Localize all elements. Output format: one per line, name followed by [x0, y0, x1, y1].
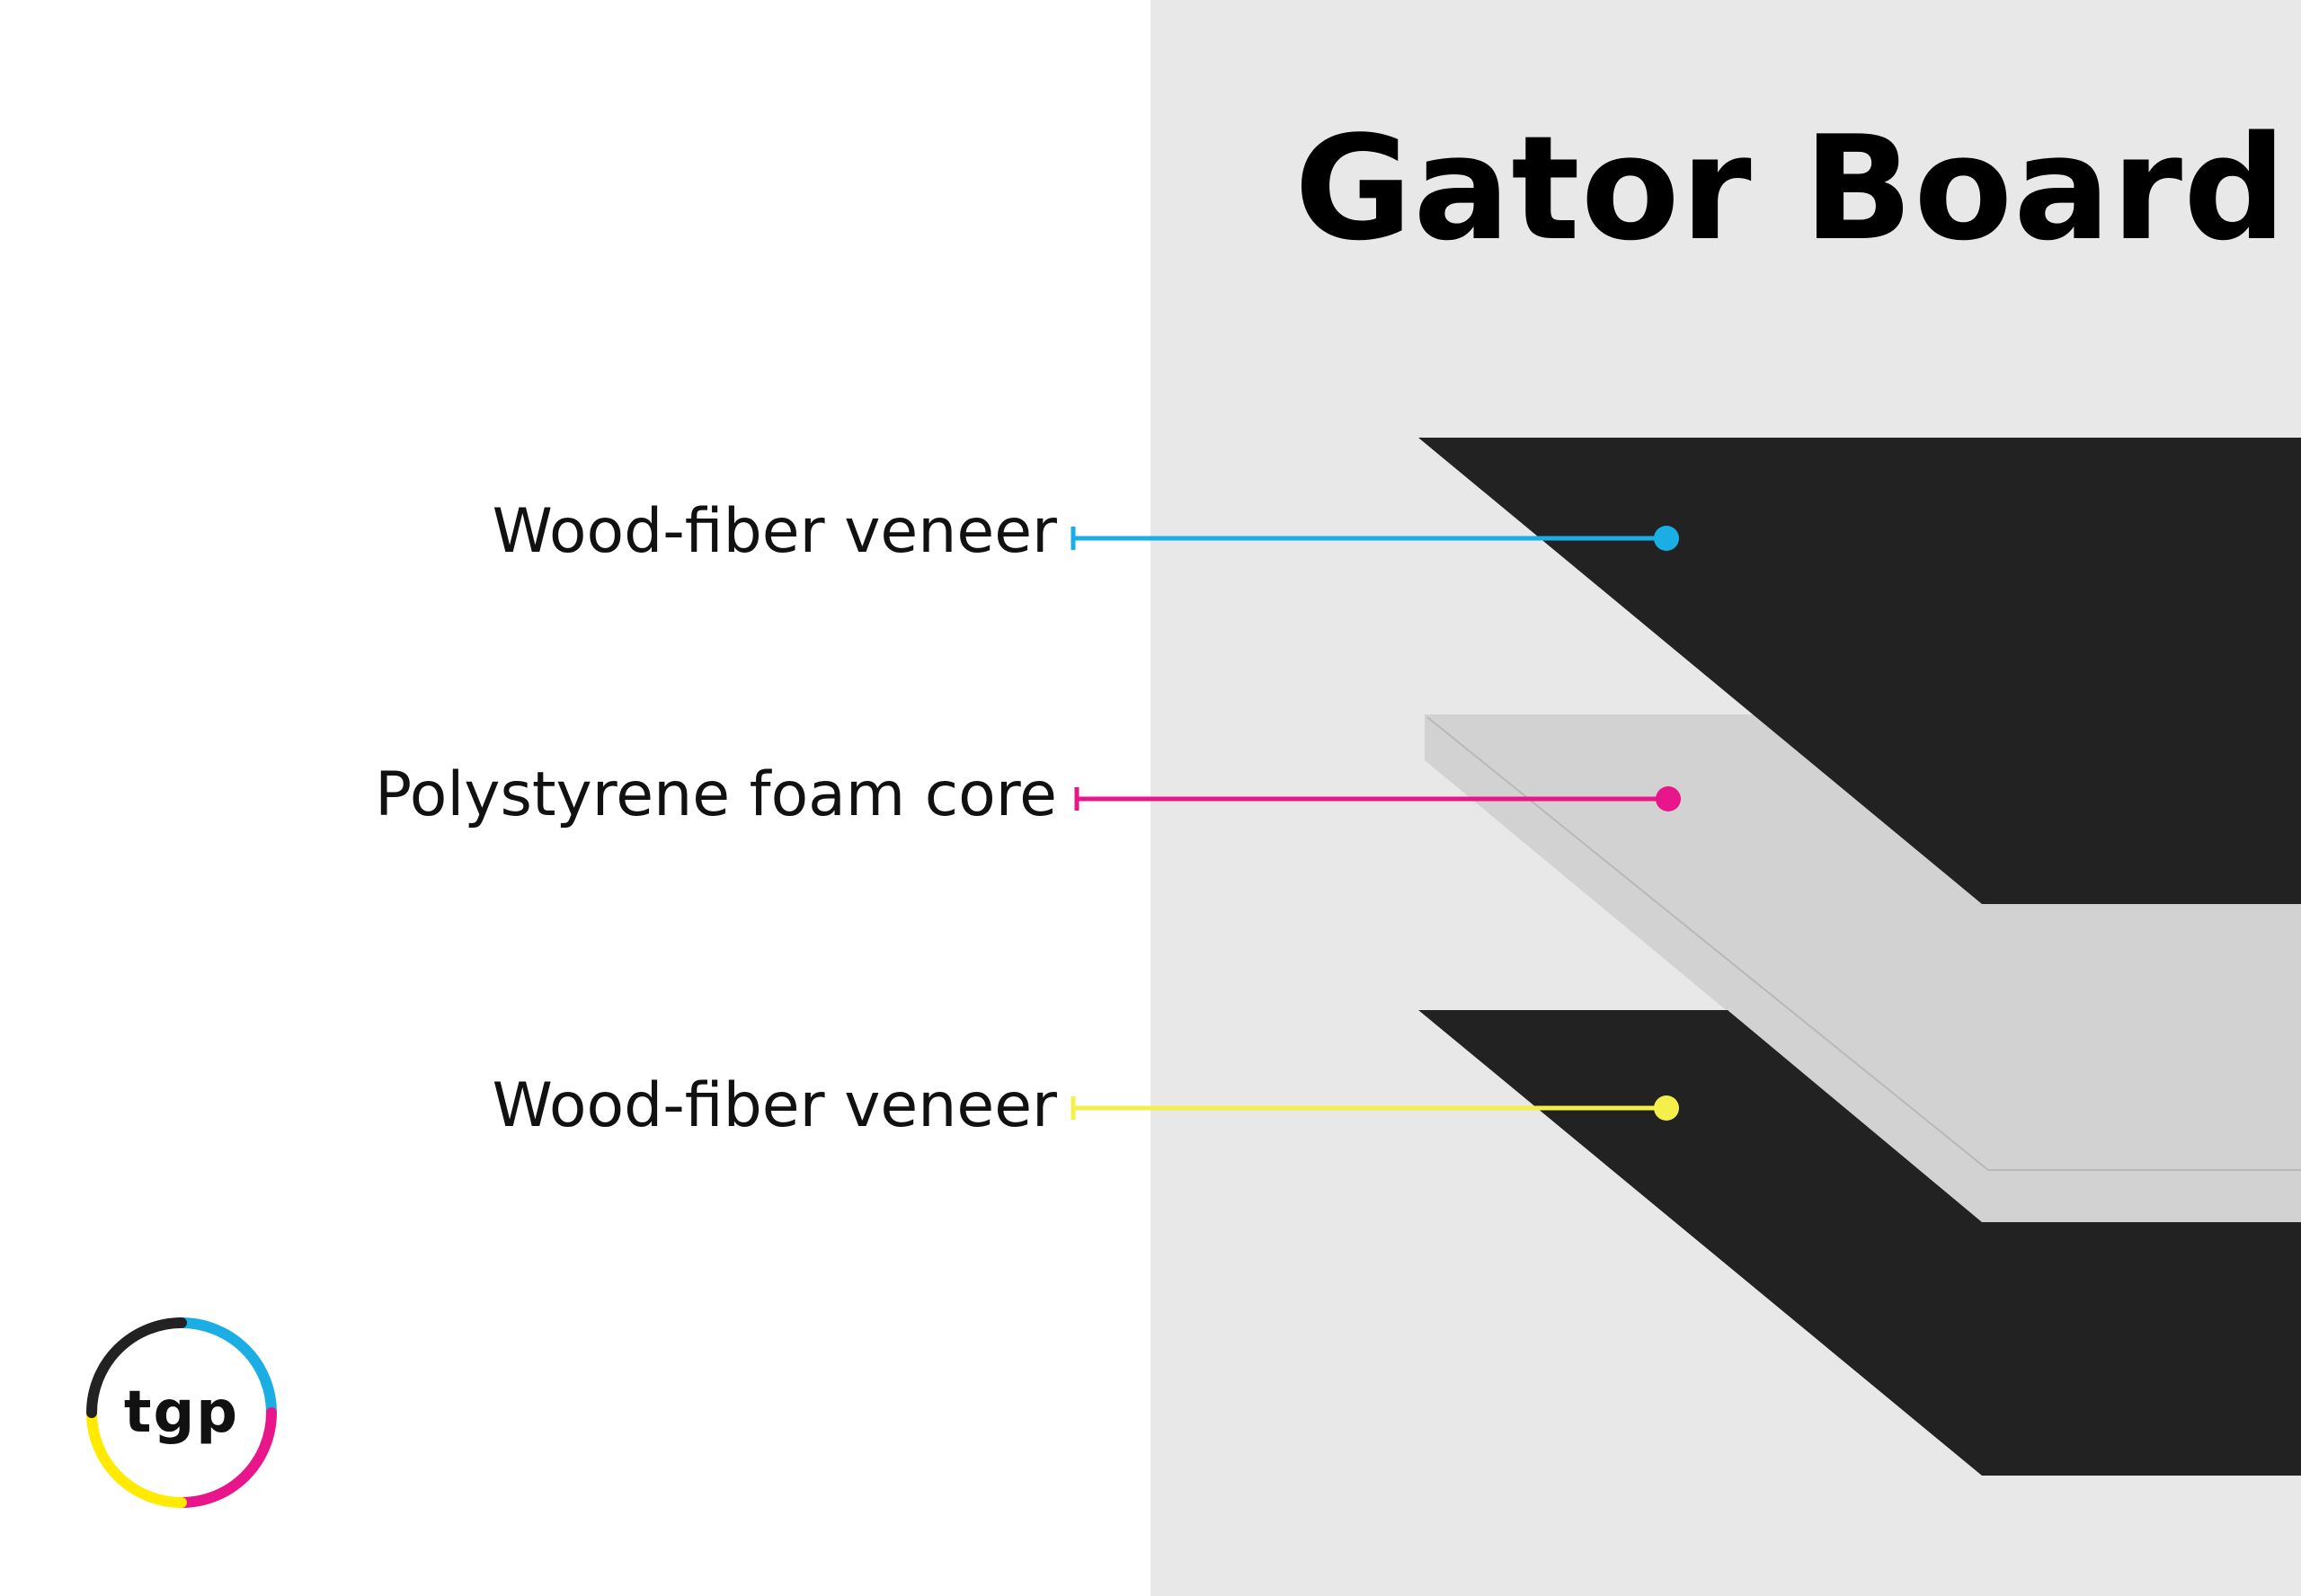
label-top-veneer: Wood-fiber veneer — [492, 496, 1057, 567]
foam-core-edge — [1426, 716, 2301, 1171]
page-title: Gator Board — [1294, 104, 2288, 272]
left-panel — [0, 0, 1150, 1596]
leader-top — [1071, 526, 1679, 551]
logo-text: tgp — [123, 1379, 240, 1446]
leader-middle — [1074, 786, 1681, 811]
logo-ring-icon — [86, 1317, 277, 1508]
label-bottom-veneer: Wood-fiber veneer — [492, 1070, 1057, 1141]
leader-bottom — [1071, 1095, 1679, 1121]
top-veneer-layer — [1418, 438, 2301, 904]
label-foam-core: Polystyrene foam core — [375, 759, 1057, 830]
bottom-veneer-layer — [1418, 1010, 2301, 1476]
tgp-logo: tgp — [77, 1308, 286, 1517]
